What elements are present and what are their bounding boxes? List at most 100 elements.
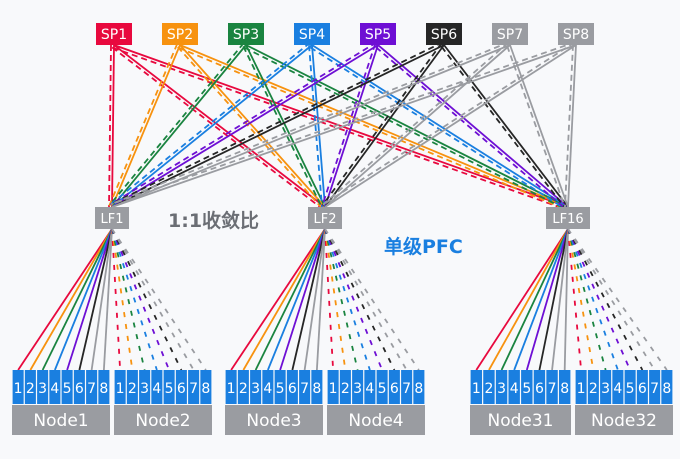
port-box [49, 370, 61, 404]
nic-port-4[interactable]: 4 [508, 370, 520, 404]
uplink-sp1-lf1-dashed [108, 44, 112, 207]
uplink-sp7-lf1-dashed [110, 41, 510, 206]
nic-port-8[interactable]: 8 [200, 370, 212, 404]
nic-port-5[interactable]: 5 [624, 370, 636, 404]
uplink-sp5-lf1-dashed [109, 41, 377, 206]
nic-port-8[interactable]: 8 [661, 370, 673, 404]
port-box [163, 370, 175, 404]
nic-port-2[interactable]: 2 [126, 370, 138, 404]
port-box [546, 370, 558, 404]
nic-port-1[interactable]: 1 [225, 370, 237, 404]
nic-port-6[interactable]: 6 [73, 370, 85, 404]
downlink-node2-port4 [111, 228, 158, 371]
nic-port-3[interactable]: 3 [250, 370, 262, 404]
nic-port-1[interactable]: 1 [470, 370, 483, 404]
nic-port-3[interactable]: 3 [352, 370, 364, 404]
nic-port-2[interactable]: 2 [237, 370, 249, 404]
nic-port-8[interactable]: 8 [98, 370, 110, 404]
spine-switch-sp5[interactable]: SP5 [360, 23, 396, 45]
nic-port-8[interactable]: 8 [558, 370, 571, 404]
nic-port-2[interactable]: 2 [24, 370, 36, 404]
uplink-sp1-lf2-dashed [111, 46, 324, 211]
spine-switch-sp1[interactable]: SP1 [96, 23, 132, 45]
nic-port-6[interactable]: 6 [388, 370, 400, 404]
nic-port-5[interactable]: 5 [61, 370, 73, 404]
port-box [575, 370, 587, 404]
port-label: 8 [662, 381, 671, 397]
nic-port-7[interactable]: 7 [86, 370, 98, 404]
nic-port-2[interactable]: 2 [587, 370, 599, 404]
nic-port-8[interactable]: 8 [311, 370, 323, 404]
port-box [237, 370, 249, 404]
nic-port-7[interactable]: 7 [188, 370, 200, 404]
downlink-node4-port6 [324, 228, 396, 371]
nic-port-3[interactable]: 3 [495, 370, 508, 404]
nic-port-3[interactable]: 3 [600, 370, 612, 404]
nic-port-5[interactable]: 5 [521, 370, 533, 404]
leaf-switch-lf16[interactable]: LF16 [546, 207, 590, 229]
nic-port-6[interactable]: 6 [286, 370, 298, 404]
node-label: Node3 [246, 411, 301, 431]
spine-switch-sp6[interactable]: SP6 [426, 23, 462, 45]
nic-port-4[interactable]: 4 [262, 370, 274, 404]
nic-port-6[interactable]: 6 [636, 370, 648, 404]
nic-port-1[interactable]: 1 [12, 370, 24, 404]
spine-switch-sp8[interactable]: SP8 [558, 23, 594, 45]
nic-port-5[interactable]: 5 [376, 370, 388, 404]
nic-port-1[interactable]: 1 [114, 370, 126, 404]
port-label: 7 [300, 381, 309, 397]
nic-port-8[interactable]: 8 [413, 370, 425, 404]
nic-port-6[interactable]: 6 [533, 370, 546, 404]
nic-port-4[interactable]: 4 [49, 370, 61, 404]
nic-port-7[interactable]: 7 [299, 370, 311, 404]
port-label: 2 [239, 381, 248, 397]
uplink-sp2-lf1-solid [111, 44, 181, 208]
port-box [139, 370, 151, 404]
uplink-sp7-lf16-dashed [506, 45, 567, 209]
nic-port-2[interactable]: 2 [339, 370, 351, 404]
leaf-switch-lf2[interactable]: LF2 [308, 207, 342, 229]
nic-port-6[interactable]: 6 [175, 370, 187, 404]
leaf-switch-lf1[interactable]: LF1 [95, 207, 129, 229]
downlink-node4-port8 [324, 228, 420, 371]
downlink-node2-port6 [111, 228, 183, 371]
uplink-sp7-lf2-solid [324, 44, 511, 208]
node-label: Node32 [591, 411, 657, 431]
nic-port-4[interactable]: 4 [364, 370, 376, 404]
nic-port-7[interactable]: 7 [546, 370, 558, 404]
nic-port-1[interactable]: 1 [575, 370, 587, 404]
node-box [327, 405, 425, 435]
downlink-node1-port7 [90, 228, 113, 371]
port-box [624, 370, 636, 404]
spine-switch-sp3[interactable]: SP3 [228, 23, 264, 45]
nic-port-3[interactable]: 3 [37, 370, 49, 404]
port-box [114, 370, 126, 404]
nic-port-5[interactable]: 5 [274, 370, 286, 404]
uplink-sp6-lf1-solid [111, 44, 445, 208]
port-box [587, 370, 599, 404]
nic-port-1[interactable]: 1 [327, 370, 339, 404]
uplink-sp3-lf1-solid [111, 44, 247, 208]
nic-port-4[interactable]: 4 [612, 370, 624, 404]
spine-switch-sp4[interactable]: SP4 [294, 23, 330, 45]
nic-port-7[interactable]: 7 [649, 370, 661, 404]
spine-switch-sp2[interactable]: SP2 [162, 23, 198, 45]
port-label: 2 [484, 381, 493, 397]
port-label: 3 [353, 381, 362, 397]
nic-port-7[interactable]: 7 [401, 370, 413, 404]
spine-switch-sp7[interactable]: SP7 [492, 23, 528, 45]
nic-port-3[interactable]: 3 [139, 370, 151, 404]
nic-port-4[interactable]: 4 [151, 370, 163, 404]
downlink-node32-port3 [567, 228, 607, 371]
nic-port-5[interactable]: 5 [163, 370, 175, 404]
port-box [376, 370, 388, 404]
nic-port-2[interactable]: 2 [483, 370, 495, 404]
downlink-node3-port1 [230, 228, 326, 371]
downlink-node1-port4 [54, 228, 113, 371]
